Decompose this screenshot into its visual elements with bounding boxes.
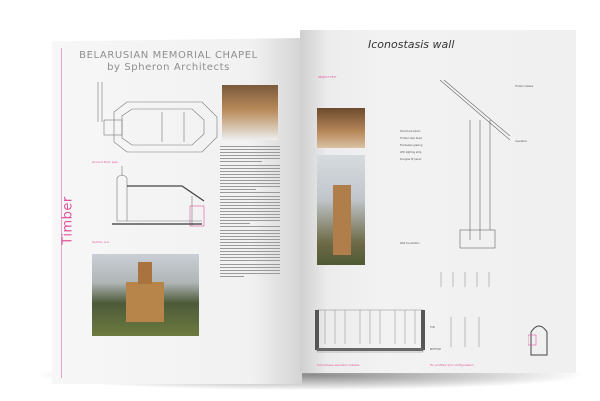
project-text: PROJECT TEXT	[318, 76, 378, 79]
key-plan-drawing	[528, 325, 548, 356]
section-drawing	[112, 166, 205, 227]
detail-label: Timber shakes	[515, 85, 534, 88]
section-tab: Timber	[60, 196, 76, 245]
elevation-drawing	[315, 309, 425, 353]
page-title: BELARUSIAN MEMORIAL CHAPEL by Spheron Ar…	[76, 50, 261, 74]
fin-bottom-label: BOTTOM	[430, 348, 441, 351]
body-text-column	[220, 146, 280, 279]
detail-label: Timber stop bead	[400, 137, 422, 140]
fin-profiles-drawing	[440, 272, 490, 347]
fin-top-label: TOP	[430, 326, 436, 329]
title-line-1: BELARUSIAN MEMORIAL CHAPEL	[79, 50, 258, 61]
accent-rule	[61, 48, 62, 378]
project-text-label: PROJECT TEXT	[318, 76, 337, 79]
bell-tower-photo	[317, 155, 365, 265]
floor-plan-drawing	[97, 82, 218, 153]
detail-label: LED lighting strip	[400, 151, 422, 154]
title-line-2: by Spheron Architects	[107, 62, 230, 73]
detail-label: Structural beam	[400, 130, 421, 133]
iconostasis-photo	[317, 108, 365, 148]
chapel-exterior-photo	[92, 254, 199, 336]
page-title: Iconostasis wall	[368, 38, 455, 51]
chapel-interior-photo	[222, 85, 278, 140]
detail-label: Frameless glazing	[400, 144, 423, 147]
right-page: Iconostasis wall PROJECT TEXT Structural…	[300, 30, 576, 373]
left-page: Timber BELARUSIAN MEMORIAL CHAPEL by Sph…	[52, 38, 302, 384]
detail-label: Insulation	[515, 140, 528, 143]
caption-fins: Fin profiles and configuration	[430, 363, 474, 367]
detail-label: Douglas fir panel	[400, 158, 422, 161]
caption-elevation: Iconostasis elevation details	[317, 363, 360, 367]
caption-section: Section A-A	[92, 240, 110, 244]
detail-label: Wall foundation	[400, 242, 420, 245]
caption-plan: Ground floor plan	[92, 160, 119, 164]
wall-section-detail	[439, 80, 510, 249]
